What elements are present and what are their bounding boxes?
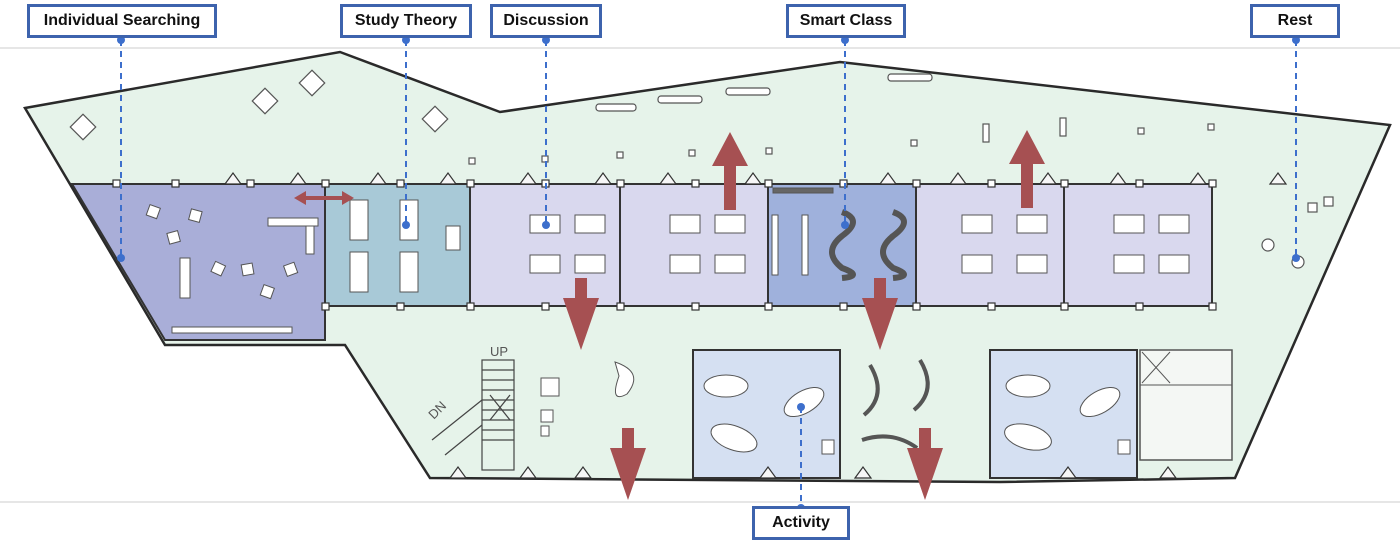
label-activity: Activity <box>752 506 850 540</box>
room-furniture <box>145 187 1190 455</box>
activity-room-2 <box>989 349 1138 479</box>
label-rest: Rest <box>1250 4 1340 38</box>
window-marks <box>223 171 1288 479</box>
discussion-room-4 <box>1063 183 1213 307</box>
arrow-up-discussion-2 <box>712 132 748 210</box>
restroom-x-2 <box>1141 351 1171 384</box>
discussion-room-3 <box>915 183 1065 307</box>
flow-arrows <box>563 130 1045 500</box>
label-smart-class: Smart Class <box>786 4 906 38</box>
terrace-furniture <box>69 69 1334 269</box>
stairs-up-label: UP <box>490 344 508 359</box>
individual-searching-room <box>70 183 326 341</box>
arrow-down-exit-2 <box>907 428 943 500</box>
discussion-room-1 <box>469 183 621 307</box>
stairwell <box>431 359 515 471</box>
arrow-down-exit-1 <box>610 428 646 500</box>
discussion-room-2 <box>619 183 769 307</box>
label-individual-searching: Individual Searching <box>27 4 217 38</box>
label-study-theory: Study Theory <box>340 4 472 38</box>
restroom-block <box>1139 349 1233 461</box>
arrow-down-smart-class <box>862 278 898 350</box>
arrow-up-discussion-3 <box>1009 130 1045 208</box>
label-discussion: Discussion <box>490 4 602 38</box>
arrow-down-discussion <box>563 278 599 350</box>
leader-lines <box>120 40 1297 508</box>
double-arrow-study <box>294 191 354 205</box>
smart-class-room <box>767 183 917 307</box>
activity-room-1 <box>692 349 841 479</box>
